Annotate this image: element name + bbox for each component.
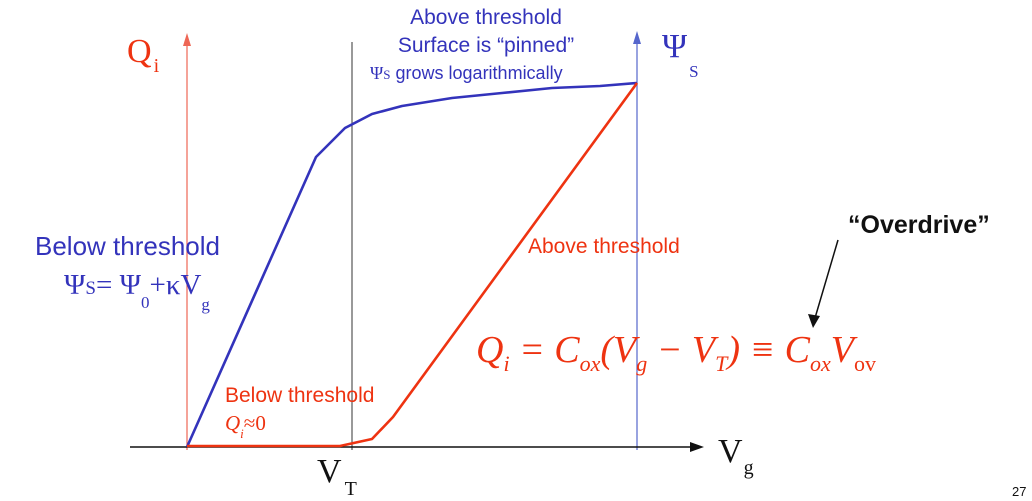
below-threshold-left-equation: ΨS= Ψ0+κVg	[64, 269, 210, 314]
above-threshold-top-line1: Above threshold	[410, 6, 562, 29]
overdrive-pointer-line	[814, 239, 839, 319]
vg-axis-arrowhead	[690, 442, 704, 452]
above-threshold-red-label: Above threshold	[528, 235, 680, 258]
qi-overdrive-equation: Qi = Cox(Vg − VT) ≡ CoxVov	[476, 329, 876, 376]
below-threshold-red-label: Below threshold	[225, 384, 374, 407]
psi-s-axis-label: ΨS	[662, 28, 699, 81]
qi-axis-arrowhead	[183, 33, 191, 46]
psi-axis-arrowhead	[633, 31, 641, 44]
below-threshold-left-title: Below threshold	[35, 231, 220, 261]
page-number: 27	[1012, 484, 1026, 499]
psi-s-curve	[185, 81, 638, 448]
above-threshold-top-line2: Surface is “pinned”	[398, 34, 574, 57]
vg-axis-label: Vg	[718, 433, 754, 479]
above-threshold-top-line3: ΨS grows logarithmically	[370, 63, 563, 83]
overdrive-pointer-arrowhead	[808, 314, 820, 328]
qi-approx-zero-label: Qi≈0	[225, 411, 266, 441]
qi-curve	[187, 82, 639, 448]
overdrive-label: “Overdrive”	[848, 211, 990, 239]
